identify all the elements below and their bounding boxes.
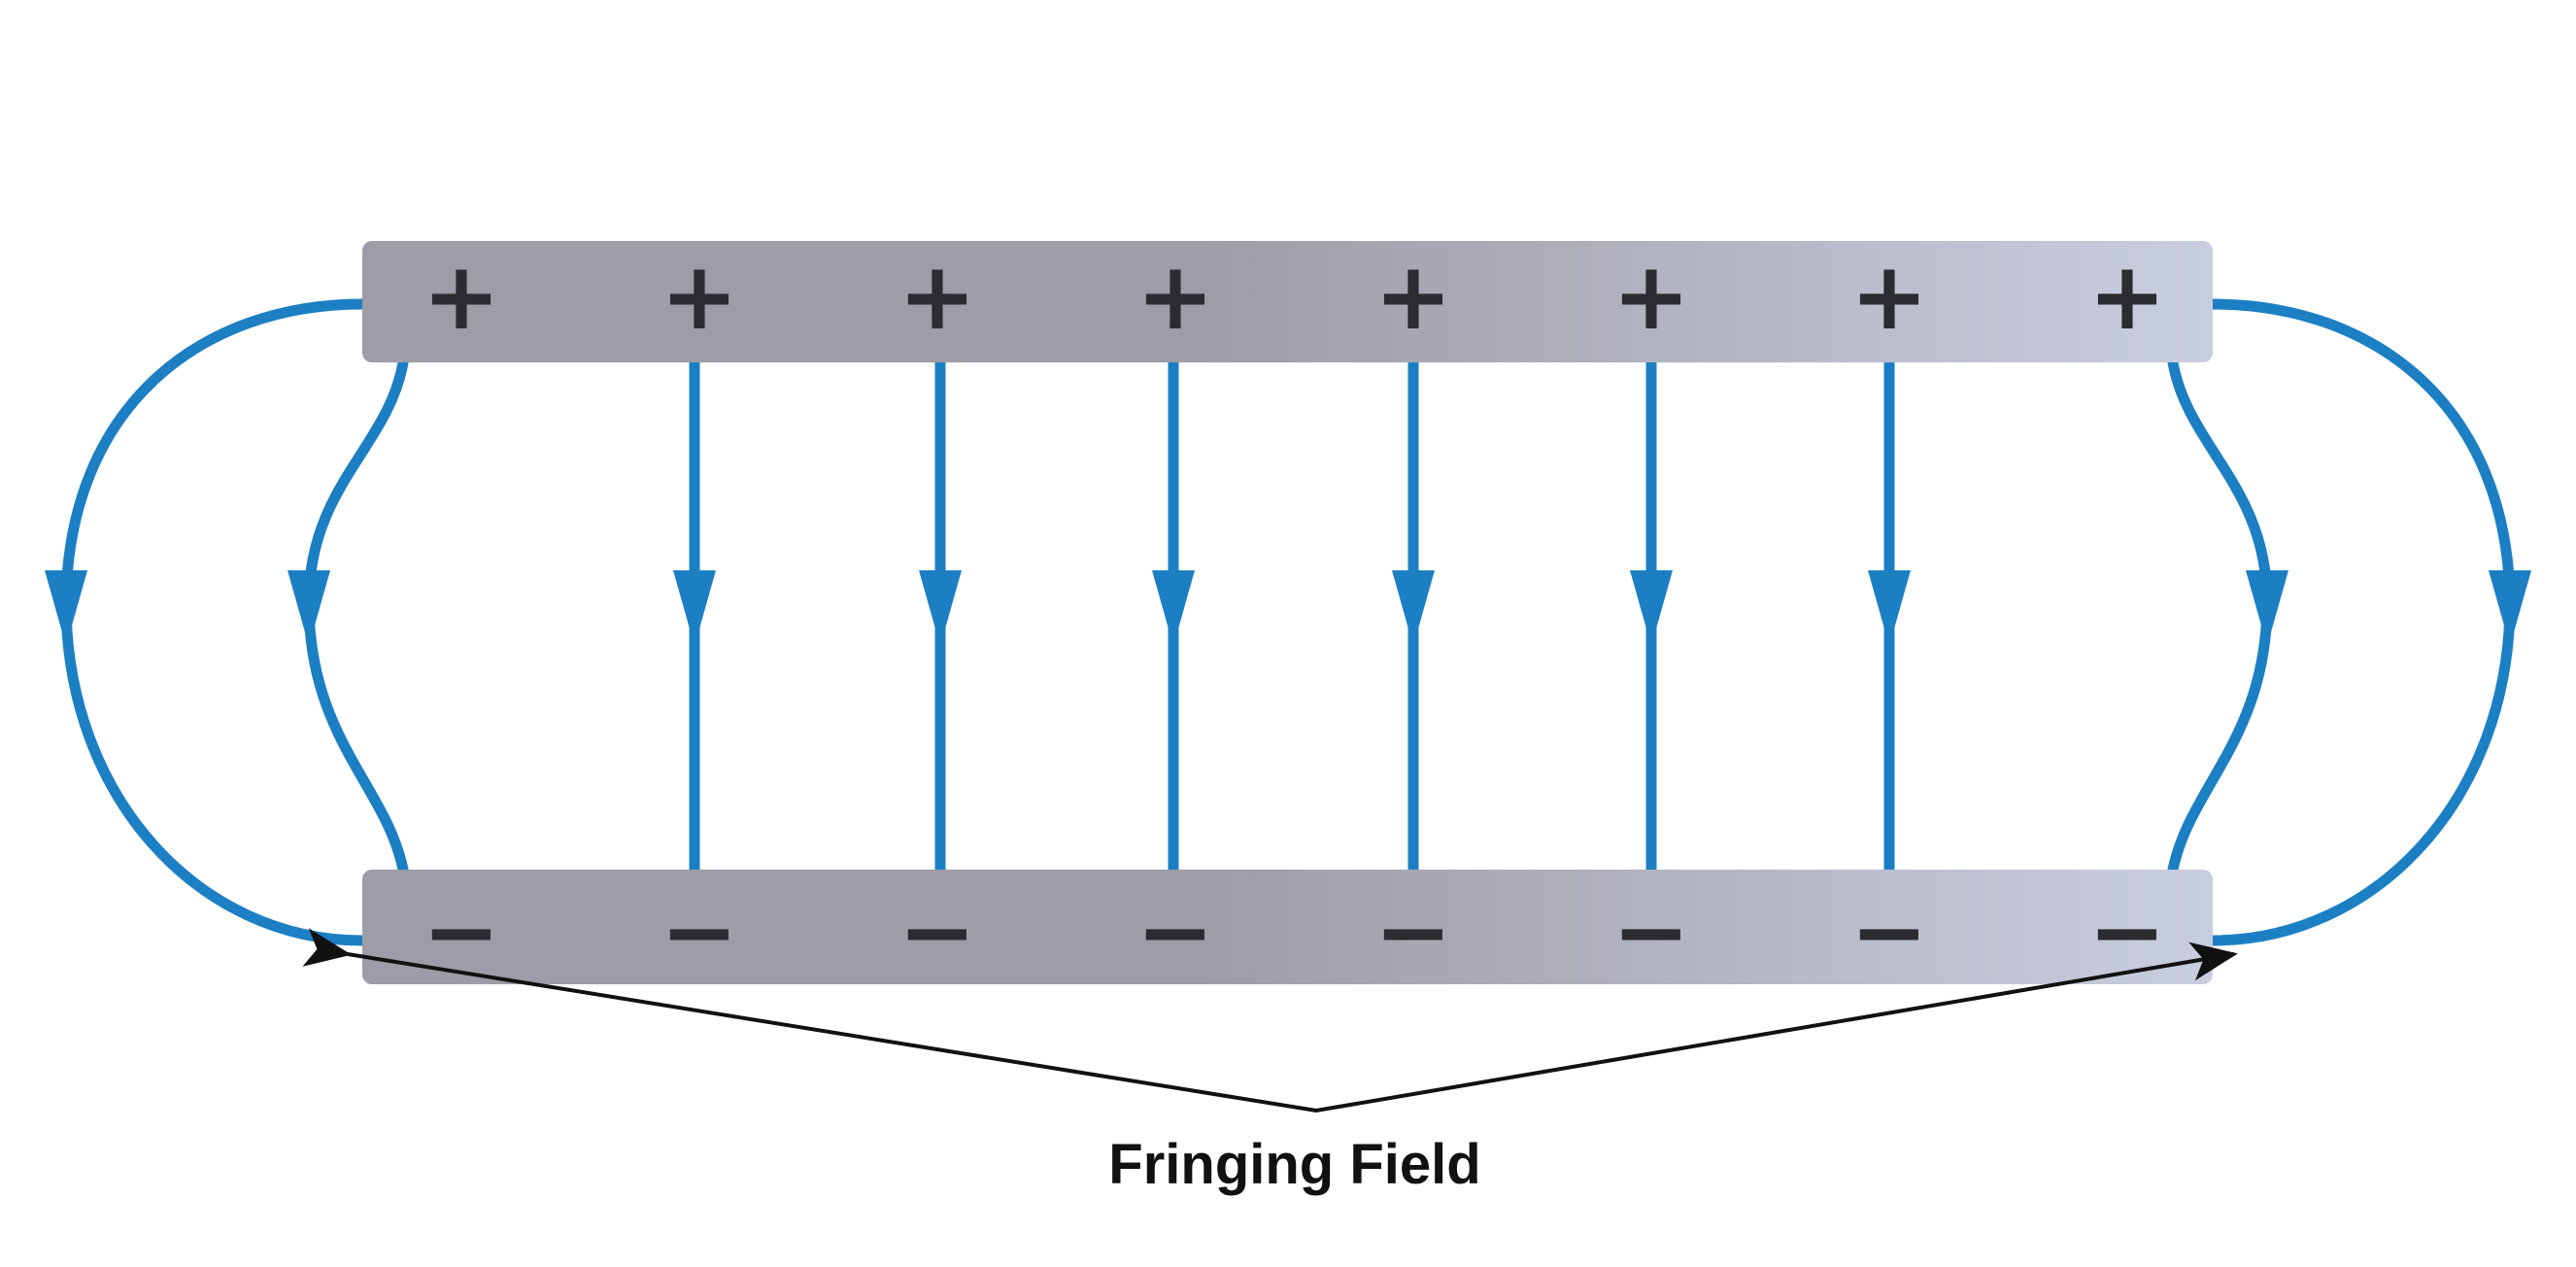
field-direction-arrows xyxy=(45,570,2531,646)
field-arrow xyxy=(2489,570,2531,646)
field-arrow xyxy=(919,570,962,646)
fringing-field-annotation: Fringing Field xyxy=(302,928,2238,1196)
fringing-field-line xyxy=(2167,357,2273,875)
field-arrow xyxy=(1630,570,1673,646)
plus-symbol: + xyxy=(661,242,738,351)
plus-symbol: + xyxy=(1374,242,1452,351)
field-arrow xyxy=(45,570,87,646)
plus-symbol: + xyxy=(1612,242,1690,351)
minus-symbol: − xyxy=(898,877,976,986)
minus-symbol: − xyxy=(1374,877,1452,986)
minus-symbol: − xyxy=(1612,877,1690,986)
plus-symbol: + xyxy=(1850,242,1928,351)
field-arrow xyxy=(288,570,330,646)
fringing-field-line xyxy=(60,298,368,946)
negative-plate xyxy=(362,870,2213,984)
field-arrow xyxy=(673,570,716,646)
minus-symbol: − xyxy=(2088,877,2166,986)
annotation-leader-lines xyxy=(302,928,2238,1113)
fringing-field-label: Fringing Field xyxy=(1108,1133,1480,1196)
field-arrow xyxy=(1868,570,1911,646)
fringing-field-line xyxy=(303,357,409,875)
minus-symbol: − xyxy=(1850,877,1928,986)
field-arrow xyxy=(1392,570,1435,646)
uniform-field-lines xyxy=(689,357,1895,875)
field-arrow xyxy=(2246,570,2288,646)
plus-symbol: + xyxy=(1136,242,1214,351)
field-arrow xyxy=(1152,570,1195,646)
minus-symbol: − xyxy=(1136,877,1214,986)
positive-charge-symbols: + + + + + + + + xyxy=(423,242,2166,351)
fringing-field-line xyxy=(2207,298,2516,946)
plus-symbol: + xyxy=(898,242,976,351)
positive-plate xyxy=(362,241,2213,362)
minus-symbol: − xyxy=(661,877,738,986)
plus-symbol: + xyxy=(423,242,500,351)
fringing-field-lines xyxy=(60,298,2516,946)
plus-symbol: + xyxy=(2088,242,2166,351)
